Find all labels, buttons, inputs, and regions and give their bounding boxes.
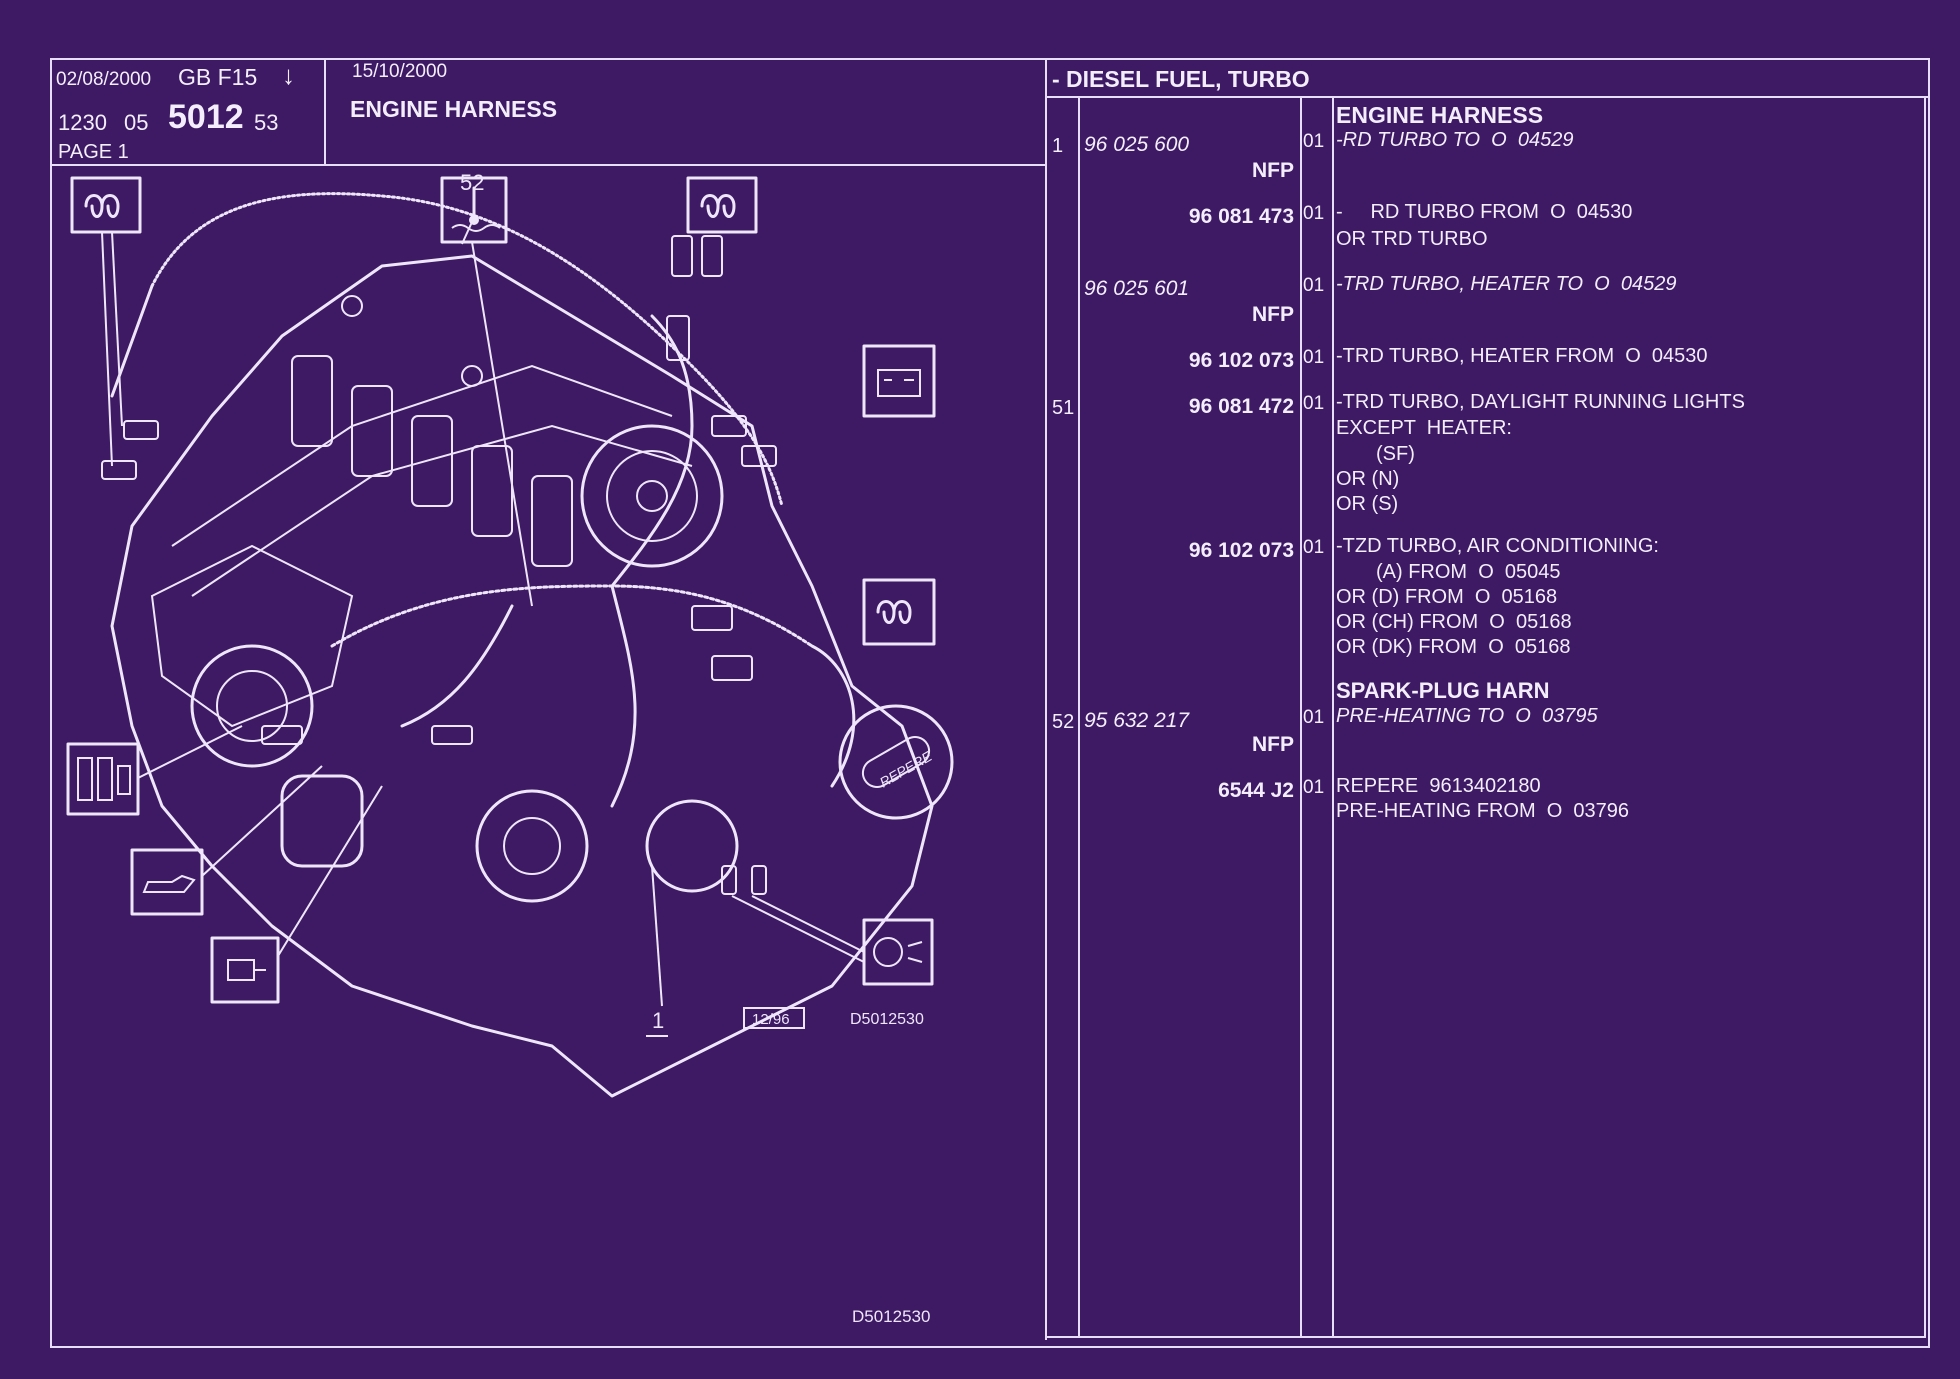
plate-suffix: 53: [254, 110, 279, 135]
date-left: 02/08/2000: [56, 69, 152, 90]
down-arrow-icon: ↓: [282, 60, 295, 90]
part-description-line2: EXCEPT HEATER:: [1336, 417, 1512, 439]
callout-52: 52: [460, 170, 484, 195]
oil-can-icon: [130, 765, 323, 916]
diagram-date-box: 12/96: [752, 1011, 790, 1028]
ref-number: 51: [1052, 397, 1075, 419]
page-frame: [50, 58, 1930, 1348]
part-number[interactable]: 96 025 601: [1084, 277, 1190, 300]
section-title: - DIESEL FUEL, TURBO: [1052, 66, 1310, 92]
subgroup-number: 05: [124, 110, 149, 135]
parts-heading-spark-plug: SPARK-PLUG HARN: [1336, 678, 1550, 703]
part-description-line2: PRE-HEATING FROM O 03796: [1336, 800, 1630, 822]
quantity: 01: [1303, 203, 1325, 224]
part-description: -TRD TURBO, HEATER TO O 04529: [1336, 273, 1677, 295]
part-description: -RD TURBO TO O 04529: [1336, 129, 1574, 151]
header-bottom-left: [50, 164, 1047, 166]
part-number[interactable]: 96 081 473: [1188, 205, 1294, 228]
col-pn-divider: [1300, 96, 1302, 1338]
glow-plug-icon-mid-right: [862, 578, 936, 646]
part-description: -TRD TURBO, HEATER FROM O 04530: [1336, 345, 1708, 367]
part-description: -TRD TURBO, DAYLIGHT RUNNING LIGHTS: [1336, 391, 1745, 413]
diagram-ref-bottom: D5012530: [852, 1307, 930, 1326]
header-divider-left: [324, 58, 326, 166]
fuel-filter-icon: [66, 725, 243, 816]
header-bottom-right: [1045, 96, 1930, 98]
quantity: 01: [1303, 275, 1325, 296]
part-description-line2: (A) FROM O 05045: [1376, 561, 1561, 583]
right-bottom-border: [1045, 1336, 1926, 1338]
part-description-line3: OR (D) FROM O 05168: [1336, 586, 1558, 608]
quantity: 01: [1303, 707, 1325, 728]
part-description-line4: OR (N): [1336, 468, 1400, 490]
col-ref-divider: [1078, 96, 1080, 1338]
part-number[interactable]: 96 081 472: [1188, 395, 1294, 418]
part-description: PRE-HEATING TO O 03795: [1336, 705, 1598, 727]
part-number[interactable]: 96 102 073: [1188, 349, 1294, 372]
sensor-icon: [210, 785, 383, 1004]
divider-left-right: [1045, 58, 1047, 1340]
plate-number: 5012: [168, 98, 244, 136]
group-number: 1230: [58, 110, 107, 135]
part-description: -TZD TURBO, AIR CONDITIONING:: [1336, 535, 1659, 557]
part-description-line5: OR (S): [1336, 493, 1399, 515]
quantity: 01: [1303, 537, 1325, 558]
right-inner-border: [1924, 96, 1926, 1338]
lang-code: GB F15: [178, 64, 258, 90]
part-description-line4: OR (CH) FROM O 05168: [1336, 611, 1572, 633]
part-description: REPERE 9613402180: [1336, 775, 1541, 797]
parts-heading-engine-harness: ENGINE HARNESS: [1336, 102, 1544, 128]
part-number[interactable]: 6544 J2: [1218, 779, 1294, 802]
part-number[interactable]: 95 632 217: [1084, 709, 1190, 732]
page-label: PAGE 1: [58, 141, 129, 163]
part-description: - RD TURBO FROM O 04530: [1336, 201, 1633, 223]
diagram-ref-small: D5012530: [850, 1011, 924, 1028]
nfp-flag: NFP: [1252, 303, 1294, 326]
repere-text: REPERE: [877, 747, 935, 790]
glow-plug-icon-right: [686, 176, 758, 234]
quantity: 01: [1303, 131, 1325, 152]
part-number[interactable]: 96 025 600: [1084, 133, 1190, 156]
quantity: 01: [1303, 777, 1325, 798]
part-description-line5: OR (DK) FROM O 05168: [1336, 636, 1571, 658]
engine-harness-diagram: REPERE 52 1 12/96 D5012530 D5012530: [66, 170, 954, 1326]
quantity: 01: [1303, 393, 1325, 414]
page-title: ENGINE HARNESS: [350, 96, 558, 122]
ref-number: 1: [1052, 135, 1064, 157]
ref-number: 52: [1052, 711, 1075, 733]
col-qty-divider: [1332, 96, 1334, 1338]
quantity: 01: [1303, 347, 1325, 368]
coolant-temp-icon: [440, 176, 533, 607]
callout-1: 1: [652, 1008, 664, 1033]
nfp-flag: NFP: [1252, 159, 1294, 182]
glow-plug-icon-left: [70, 176, 142, 467]
battery-icon: [862, 344, 936, 418]
part-number[interactable]: 96 102 073: [1188, 539, 1294, 562]
nfp-flag: NFP: [1252, 733, 1294, 756]
part-description-line2: OR TRD TURBO: [1336, 228, 1488, 250]
part-description-line3: (SF): [1376, 443, 1415, 465]
light-bulb-icon: [731, 895, 934, 986]
date-right: 15/10/2000: [352, 61, 448, 82]
